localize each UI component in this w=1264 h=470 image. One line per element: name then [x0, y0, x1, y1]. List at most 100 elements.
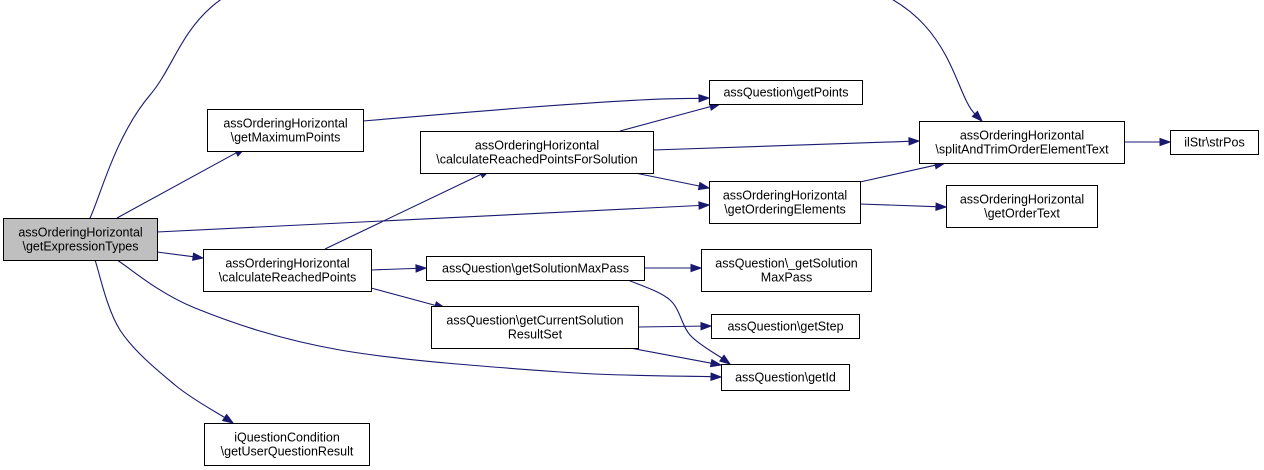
edge-line: [324, 173, 482, 250]
edge-line: [156, 204, 700, 233]
arrowhead-icon: [700, 321, 713, 331]
arrowhead-icon: [710, 372, 723, 381]
arrowhead-icon: [935, 202, 948, 211]
arrowhead-icon: [697, 181, 711, 191]
edge-line: [627, 279, 723, 359]
node-getId[interactable]: assQuestion\getId: [721, 364, 850, 391]
node-calcReachedPointsForSolution[interactable]: assOrderingHorizontal\calculateReachedPo…: [420, 131, 654, 174]
edge-line: [859, 203, 937, 208]
arrowhead-icon: [221, 413, 235, 424]
node-label: assOrderingHorizontal: [223, 117, 347, 131]
node-label: assQuestion\_getSolution: [715, 257, 858, 271]
node-box[interactable]: [721, 364, 850, 391]
node-box[interactable]: [426, 256, 645, 281]
node-label: assQuestion\getCurrentSolution: [446, 314, 623, 328]
node-label: assOrderingHorizontal: [475, 139, 599, 153]
edge-calcReachedPoints-to-getCurrentSolutionResultSet: [370, 287, 447, 310]
node-label: ResultSet: [508, 328, 563, 342]
edge-getSolutionMaxPass-to-getId: [627, 279, 732, 365]
arrowhead-icon: [415, 264, 428, 273]
node-strPos[interactable]: ilStr\strPos: [1170, 130, 1259, 155]
node-calcReachedPoints[interactable]: assOrderingHorizontal\calculateReachedPo…: [203, 249, 372, 292]
edge-root-to-getUserQuestionResult: [94, 259, 235, 424]
edge-line: [859, 164, 936, 183]
node-label: \getUserQuestionResult: [221, 445, 354, 459]
node-getMaximumPoints[interactable]: assOrderingHorizontal\getMaximumPoints: [207, 109, 364, 152]
edge-root-to-getOrderingElements: [156, 201, 711, 233]
node-label: assQuestion\getPoints: [723, 86, 848, 100]
arrowhead-icon: [690, 263, 703, 273]
edge-line: [89, 0, 976, 219]
node-getPoints[interactable]: assQuestion\getPoints: [709, 80, 863, 105]
node-getStep[interactable]: assQuestion\getStep: [711, 314, 860, 339]
node-label: ilStr\strPos: [1184, 136, 1244, 150]
edge-line: [156, 251, 194, 258]
node-box[interactable]: [711, 314, 860, 339]
arrowhead-icon: [698, 93, 711, 103]
edge-calcReachedPoints-to-calcReachedPointsForSolution: [324, 169, 492, 250]
edge-getOrderingElements-to-getOrderText: [859, 202, 948, 211]
edge-root-to-getMaximumPoints: [116, 147, 247, 219]
node-label: \calculateReachedPointsForSolution: [436, 153, 638, 167]
node-box[interactable]: [420, 131, 654, 174]
edge-line: [116, 152, 237, 219]
node-box[interactable]: [204, 423, 370, 466]
node-label: \splitAndTrimOrderElementText: [935, 143, 1109, 157]
arrowhead-icon: [718, 354, 732, 365]
edge-calcReachedPoints-to-getSolutionMaxPass: [370, 264, 428, 273]
node-label: assOrderingHorizontal: [723, 189, 847, 203]
edge-line: [629, 347, 712, 364]
node-label: assOrderingHorizontal: [960, 193, 1084, 207]
edge-line: [362, 97, 700, 122]
node-box[interactable]: [3, 218, 158, 261]
edge-getCurrentSolutionResultSet-to-getStep: [637, 321, 713, 331]
edge-line: [370, 267, 417, 271]
edge-line: [370, 287, 436, 306]
node-label: assQuestion\getId: [735, 371, 836, 385]
node-box[interactable]: [709, 80, 863, 105]
node-root[interactable]: assOrderingHorizontal\getExpressionTypes: [3, 218, 158, 261]
arrowhead-icon: [908, 137, 921, 146]
node-_getSolutionMaxPass[interactable]: assQuestion\_getSolutionMaxPass: [701, 249, 872, 292]
edge-getCurrentSolutionResultSet-to-getId: [629, 347, 723, 368]
node-label: \getOrderText: [984, 207, 1060, 221]
arrowhead-icon: [192, 252, 205, 261]
node-getUserQuestionResult[interactable]: iQuestionCondition\getUserQuestionResult: [204, 423, 370, 466]
node-label: assOrderingHorizontal: [225, 257, 349, 271]
edge-line: [116, 259, 712, 378]
node-label: iQuestionCondition: [234, 431, 340, 445]
arrowhead-icon: [971, 110, 984, 123]
node-getSolutionMaxPass[interactable]: assQuestion\getSolutionMaxPass: [426, 256, 645, 281]
edge-calcReachedPointsForSolution-to-splitAndTrim: [652, 137, 921, 151]
node-box[interactable]: [919, 121, 1125, 164]
edge-calcReachedPointsForSolution-to-getOrderingElements: [634, 172, 711, 191]
node-getOrderText[interactable]: assOrderingHorizontal\getOrderText: [946, 185, 1098, 228]
node-box[interactable]: [946, 185, 1098, 228]
arrowhead-icon: [1159, 137, 1172, 147]
node-box[interactable]: [431, 306, 639, 349]
node-box[interactable]: [207, 109, 364, 152]
edge-root-to-splitAndTrim: [89, 0, 984, 219]
node-box[interactable]: [1170, 130, 1259, 155]
node-layer: assOrderingHorizontal\getExpressionTypes…: [3, 80, 1259, 466]
edge-root-to-calcReachedPoints: [156, 251, 205, 261]
edge-line: [637, 325, 702, 328]
node-label: assQuestion\getStep: [727, 320, 843, 334]
node-label: \getOrderingElements: [724, 203, 846, 217]
edge-root-to-getId: [116, 259, 723, 381]
edge-line: [94, 259, 225, 418]
node-label: \calculateReachedPoints: [219, 271, 357, 285]
node-box[interactable]: [701, 249, 872, 292]
node-box[interactable]: [709, 181, 861, 224]
edge-line: [634, 172, 700, 187]
edge-getOrderingElements-to-splitAndTrim: [859, 161, 947, 183]
node-box[interactable]: [203, 249, 372, 292]
node-splitAndTrim[interactable]: assOrderingHorizontal\splitAndTrimOrderE…: [919, 121, 1125, 164]
edge-splitAndTrim-to-strPos: [1124, 137, 1172, 147]
arrowhead-icon: [698, 201, 711, 210]
edge-line: [619, 106, 711, 132]
node-getOrderingElements[interactable]: assOrderingHorizontal\getOrderingElement…: [709, 181, 861, 224]
node-label: \getExpressionTypes: [22, 240, 138, 254]
